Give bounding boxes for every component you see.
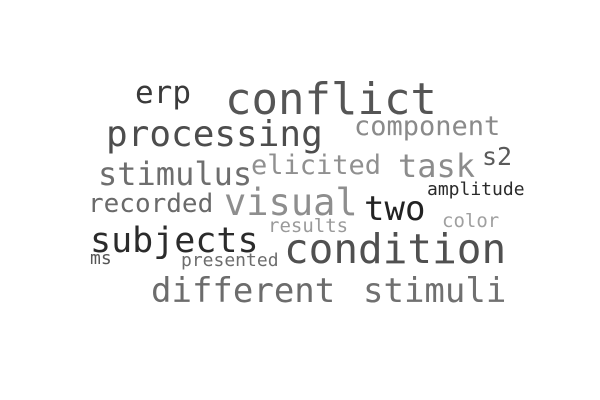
word-component: component: [354, 111, 501, 142]
word-presented: presented: [181, 250, 279, 271]
word-color: color: [442, 210, 500, 232]
word-ms: ms: [90, 248, 112, 269]
word-task: task: [398, 147, 476, 185]
word-conflict: conflict: [225, 74, 437, 125]
word-elicited: elicited: [251, 150, 382, 181]
word-erp: erp: [135, 75, 191, 111]
word-two: two: [364, 189, 426, 229]
word-visual: visual: [224, 181, 358, 224]
word-different: different: [151, 271, 336, 311]
word-stimulus: stimulus: [98, 155, 253, 193]
word-processing: processing: [106, 114, 323, 155]
word-stimuli: stimuli: [363, 271, 507, 311]
word-results: results: [268, 215, 349, 237]
word-recorded: recorded: [88, 189, 214, 219]
word-amplitude: amplitude: [427, 179, 525, 200]
word-condition: condition: [284, 225, 507, 273]
word-subjects: subjects: [90, 221, 259, 261]
word-s2: s2: [482, 142, 513, 171]
